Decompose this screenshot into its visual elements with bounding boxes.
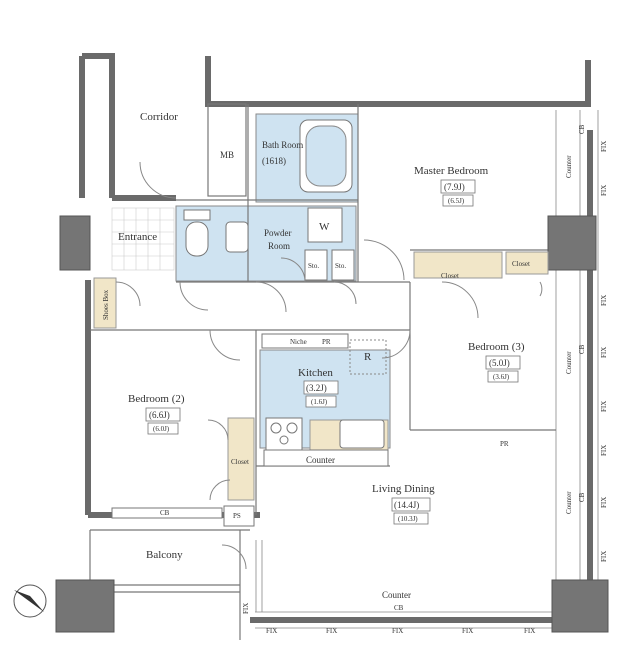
bottom-window-frames bbox=[255, 540, 560, 629]
ps-box bbox=[223, 505, 255, 527]
compass-icon bbox=[13, 584, 47, 618]
entrance-tiles bbox=[111, 207, 175, 271]
sto-label-2: Sto. bbox=[335, 262, 346, 270]
bedroom2-label: Bedroom (2) bbox=[128, 393, 185, 405]
bath-size-label: (1618) bbox=[262, 156, 286, 166]
vanity-sink bbox=[225, 221, 249, 253]
fix-bottom-3: FIX bbox=[392, 627, 403, 635]
kitchen-sink bbox=[339, 419, 385, 449]
storage-box-1 bbox=[304, 249, 328, 281]
toilet-tank bbox=[183, 209, 211, 221]
counter-right-2: Counter bbox=[565, 351, 573, 374]
living-dining-label: Living Dining bbox=[372, 483, 435, 495]
fix-right-6: FIX bbox=[600, 445, 608, 456]
pillar-left-entrance bbox=[59, 215, 91, 271]
counter-kitchen-label: Counter bbox=[306, 455, 335, 465]
bedroom3-area-1: (5.0J) bbox=[489, 358, 510, 368]
balcony-label: Balcony bbox=[146, 549, 183, 561]
master-area-2: (6.5J) bbox=[448, 197, 465, 205]
master-bedroom-label: Master Bedroom bbox=[414, 165, 489, 177]
sto-label-1: Sto. bbox=[308, 262, 319, 270]
storage-box-2 bbox=[331, 249, 355, 281]
kitchen-label: Kitchen bbox=[298, 367, 333, 379]
bedroom3-label: Bedroom (3) bbox=[468, 341, 525, 353]
fix-right-4: FIX bbox=[600, 347, 608, 358]
master-area-1: (7.9J) bbox=[444, 182, 465, 192]
counter-right-1: Counter bbox=[565, 155, 573, 178]
kitchen-counter bbox=[263, 449, 389, 467]
cb-right-2: CB bbox=[578, 344, 586, 354]
kitchen-area-2: (1.6J) bbox=[311, 398, 328, 406]
niche bbox=[261, 333, 349, 349]
pr-bedroom3-label: PR bbox=[500, 440, 509, 448]
closet-master-1 bbox=[413, 251, 503, 279]
corridor-label: Corridor bbox=[140, 111, 178, 123]
fix-right-7: FIX bbox=[600, 497, 608, 508]
fix-right-2: FIX bbox=[600, 185, 608, 196]
washer-box bbox=[307, 207, 343, 243]
mb-label: MB bbox=[220, 150, 234, 160]
fix-right-3: FIX bbox=[600, 295, 608, 306]
cb-strip bbox=[111, 507, 223, 519]
stove bbox=[265, 417, 303, 451]
closet-master-label-1: Closet bbox=[441, 272, 459, 280]
counter-bottom-label: Counter bbox=[382, 590, 411, 600]
interior-walls bbox=[89, 103, 556, 640]
kitchen-area-1: (3.2J) bbox=[306, 383, 327, 393]
ps-label: PS bbox=[233, 512, 241, 520]
cb-bottom-label: CB bbox=[394, 604, 404, 612]
cb-balcony-label: CB bbox=[160, 509, 170, 517]
pillar-bottom-left bbox=[55, 579, 115, 633]
powder-room-label-1: Powder bbox=[264, 228, 292, 238]
closet-master-2 bbox=[505, 251, 549, 275]
bedroom2-area-1: (6.6J) bbox=[149, 410, 170, 420]
washer-label: W bbox=[319, 221, 330, 233]
bedroom2-area-2: (6.0J) bbox=[153, 425, 170, 433]
fix-right-1: FIX bbox=[600, 141, 608, 152]
niche-pr-label: PR bbox=[322, 338, 331, 346]
bath-room-label: Bath Room bbox=[262, 140, 303, 150]
bedroom3-area-2: (3.6J) bbox=[493, 373, 510, 381]
closet-bedroom2 bbox=[227, 417, 255, 501]
refrigerator-label: R bbox=[364, 351, 372, 363]
fix-bottom-2: FIX bbox=[326, 627, 337, 635]
right-window-frames bbox=[555, 110, 599, 580]
shoes-box-area bbox=[93, 277, 117, 329]
entrance-label: Entrance bbox=[118, 231, 157, 243]
niche-label: Niche bbox=[290, 338, 307, 346]
refrigerator-space bbox=[349, 339, 387, 375]
fix-right-8: FIX bbox=[600, 551, 608, 562]
ld-area-2: (10.3J) bbox=[398, 515, 418, 523]
ld-area-1: (14.4J) bbox=[394, 500, 419, 510]
bathtub-inner bbox=[305, 125, 347, 187]
fix-right-5: FIX bbox=[600, 401, 608, 412]
pillar-bottom-right bbox=[551, 579, 609, 633]
cb-right-3: CB bbox=[578, 492, 586, 502]
closet-bedroom2-label: Closet bbox=[231, 458, 249, 466]
fix-bottom-5: FIX bbox=[524, 627, 535, 635]
fix-balcony-side: FIX bbox=[242, 603, 250, 614]
shoes-box-label: Shoes Box bbox=[102, 289, 110, 320]
fix-bottom-4: FIX bbox=[462, 627, 473, 635]
powder-room-label-2: Room bbox=[268, 241, 290, 251]
outer-walls bbox=[79, 53, 593, 623]
doors bbox=[115, 161, 543, 570]
cb-right-1: CB bbox=[578, 124, 586, 134]
pillar-right-top bbox=[547, 215, 597, 271]
toilet bbox=[185, 221, 209, 257]
counter-right-3: Counter bbox=[565, 491, 573, 514]
fix-bottom-1: FIX bbox=[266, 627, 277, 635]
closet-master-label-2: Closet bbox=[512, 260, 530, 268]
